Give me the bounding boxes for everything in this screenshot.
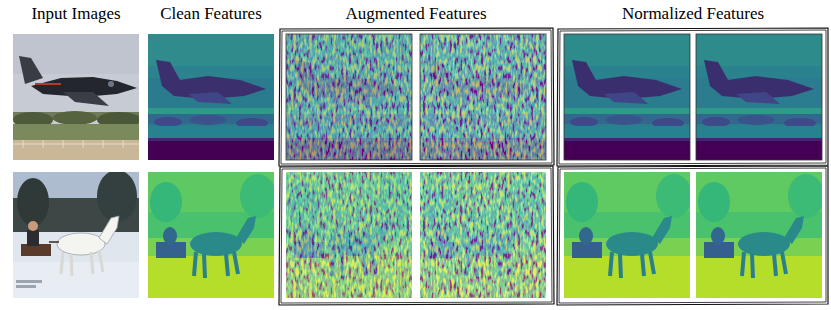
sketch-box-line — [281, 30, 552, 164]
feature-base — [286, 34, 412, 160]
noise-overlay — [420, 34, 546, 160]
clean-feature-map — [148, 34, 274, 160]
map-border — [420, 34, 546, 160]
noise-overlay — [420, 172, 546, 298]
column-header: Augmented Features — [345, 3, 486, 25]
feature-base — [564, 34, 690, 160]
clean-feature-map — [148, 172, 276, 298]
augmented-feature-map — [420, 172, 548, 298]
sketch-box-line — [557, 166, 828, 305]
augmented-feature-map — [286, 34, 412, 160]
feature-base — [420, 34, 546, 160]
column-header: Clean Features — [160, 3, 262, 25]
normalized-feature-map — [564, 34, 690, 160]
augmented-feature-map — [420, 34, 546, 160]
normalized-feature-map — [564, 172, 692, 298]
sketch-box — [279, 28, 828, 305]
column-header: Normalized Features — [622, 3, 764, 25]
sketch-box-line — [559, 30, 826, 164]
feature-base — [420, 172, 548, 298]
feature-base — [286, 172, 414, 298]
normalized-feature-map — [696, 34, 822, 160]
map-border — [286, 34, 412, 160]
input-photo — [13, 170, 139, 298]
feature-base — [696, 172, 824, 298]
sketch-box-line — [559, 168, 826, 303]
input-photo — [13, 34, 141, 160]
feature-base — [696, 34, 822, 160]
noise-overlay — [286, 172, 412, 298]
row-horse — [13, 170, 824, 298]
column-header: Input Images — [31, 3, 120, 25]
row-airplane — [13, 34, 822, 160]
normalized-feature-map — [696, 172, 824, 298]
sketch-box-line — [279, 166, 554, 305]
noise-overlay — [286, 34, 412, 160]
feature-base — [564, 172, 692, 298]
augmented-feature-map — [286, 172, 414, 298]
sketch-box-line — [279, 28, 554, 166]
sketch-box-line — [281, 168, 552, 303]
sketch-box-line — [557, 28, 828, 166]
map-border — [696, 34, 822, 160]
map-border — [564, 34, 690, 160]
